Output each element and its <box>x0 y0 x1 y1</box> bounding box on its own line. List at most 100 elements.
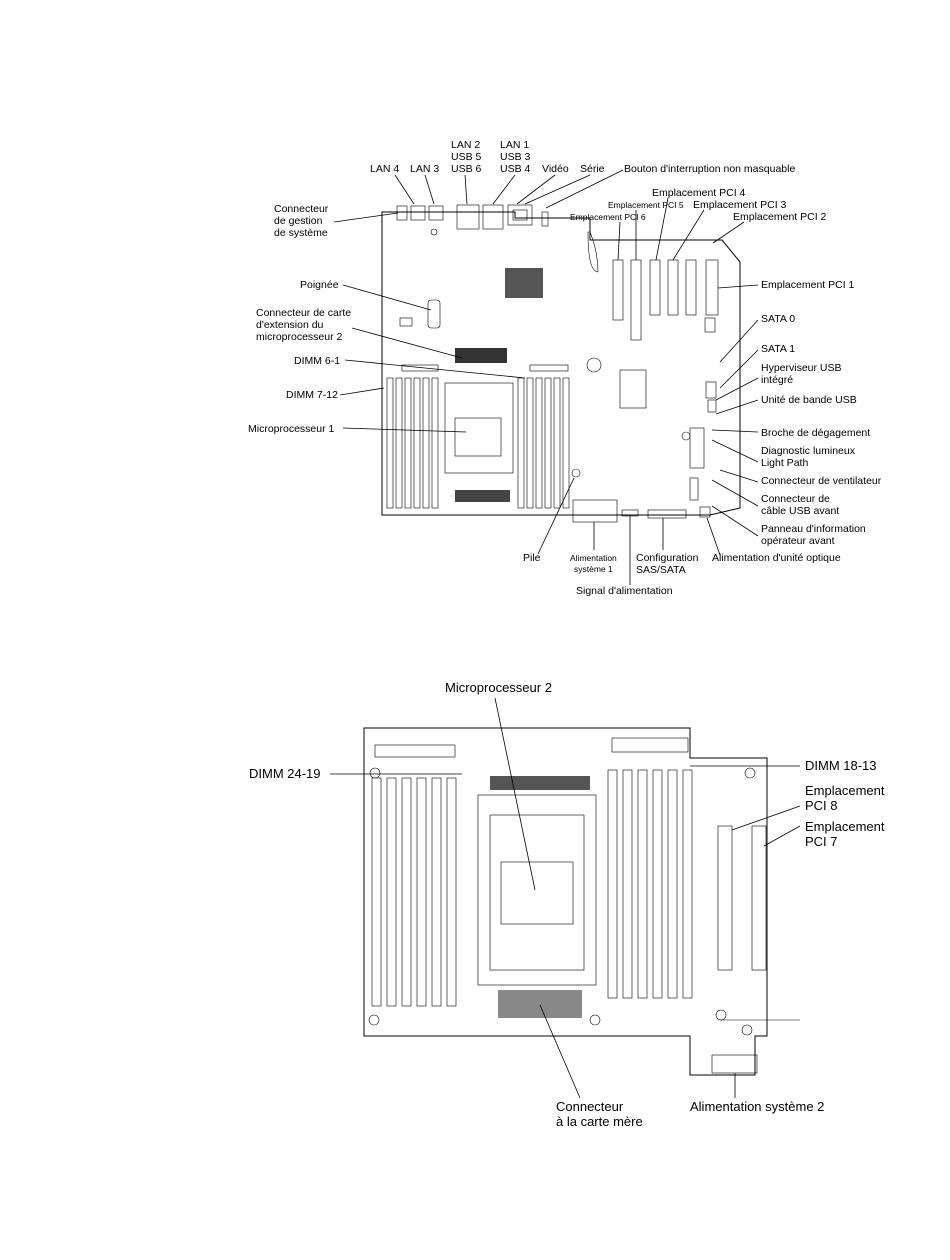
cpu2-die <box>500 861 574 925</box>
lan1-usb-port <box>482 204 504 230</box>
pci1-slot <box>705 259 719 316</box>
label-dimm712: DIMM 7-12 <box>286 389 338 401</box>
label-frontusb-b: câble USB avant <box>761 505 839 517</box>
system-board-1 <box>381 204 741 523</box>
label-release: Broche de dégagement <box>761 427 870 439</box>
lan3-port <box>428 205 444 221</box>
label-dimm61: DIMM 6-1 <box>294 355 340 367</box>
label-pci8-b: PCI 8 <box>805 798 838 813</box>
board2-leader-lines <box>330 697 801 1099</box>
battery <box>571 468 581 478</box>
nmi-button <box>541 211 549 227</box>
pci4-slot <box>649 259 661 316</box>
label-opanel-a: Panneau d'information <box>761 523 866 535</box>
usb-tape-conn <box>707 399 717 413</box>
power2-connector <box>711 1054 758 1074</box>
label-mgmt-c: de système <box>274 227 328 239</box>
label-mgmt-a: Connecteur <box>274 203 329 215</box>
cpu2-vrm-top <box>490 776 590 790</box>
top-right-connector <box>611 737 689 753</box>
mount-hole-b <box>368 1014 380 1026</box>
label-syspower1-a: Alimentation <box>570 553 617 563</box>
mount-hole-e <box>741 1024 753 1036</box>
label-pci3: Emplacement PCI 3 <box>693 199 787 211</box>
cpu1-vrm <box>455 490 510 502</box>
label-optpower: Alimentation d'unité optique <box>712 552 841 564</box>
label-pci2: Emplacement PCI 2 <box>733 211 827 223</box>
label-mbconn-b: à la carte mère <box>556 1114 643 1129</box>
label-diag-b: Light Path <box>761 457 808 469</box>
small-connector <box>399 317 413 327</box>
label-pci4: Emplacement PCI 4 <box>652 187 746 199</box>
label-lan2-a: LAN 2 <box>451 139 480 151</box>
label-serie: Série <box>580 163 605 175</box>
label-poignee: Poignée <box>300 279 339 291</box>
sas-sata-conn <box>647 509 687 519</box>
pci5-slot <box>630 259 642 341</box>
label-sassata-b: SAS/SATA <box>636 564 686 576</box>
pci7-slot <box>751 825 767 971</box>
dimm-bank-right <box>517 377 570 509</box>
mount-hole-a <box>369 767 381 779</box>
label-lan1-c: USB 4 <box>500 163 531 175</box>
opt-power-conn <box>699 506 711 518</box>
label-cpu2conn-b: d'extension du <box>256 319 324 331</box>
label-sata0: SATA 0 <box>761 313 795 325</box>
pci8-slot <box>717 825 733 971</box>
sata1-conn <box>705 381 717 399</box>
label-hypervisor-b: intégré <box>761 374 793 386</box>
expansion-board-outline <box>363 727 768 1076</box>
lan2-usb-port <box>456 204 480 230</box>
lightpath-conn <box>689 427 705 469</box>
label-cpu2: Microprocesseur 2 <box>445 680 552 695</box>
label-syspower1-b: système 1 <box>574 564 613 574</box>
board2-labels: Microprocesseur 2 DIMM 24-19 DIMM 18-13 … <box>249 680 885 1129</box>
video-port <box>507 204 533 226</box>
label-cpu2conn-a: Connecteur de carte <box>256 307 351 319</box>
label-frontusb-a: Connecteur de <box>761 493 830 505</box>
label-pci5: Emplacement PCI 5 <box>608 200 684 210</box>
cpu1-die <box>454 417 502 457</box>
mount-hole-c <box>589 1014 601 1026</box>
mount-hole-f <box>715 1009 727 1021</box>
label-diag-a: Diagnostic lumineux <box>761 445 856 457</box>
power1-conn <box>572 499 618 523</box>
label-lan2-b: USB 5 <box>451 151 482 163</box>
label-hypervisor-a: Hyperviseur USB <box>761 362 842 374</box>
label-pile: Pile <box>523 552 541 564</box>
board1-leader-lines <box>333 169 759 585</box>
label-pci1: Emplacement PCI 1 <box>761 279 855 291</box>
label-pci7-a: Emplacement <box>805 819 885 834</box>
front-usb-conn <box>689 477 699 501</box>
label-opanel-b: opérateur avant <box>761 535 835 547</box>
cpu2-socket <box>489 814 585 971</box>
label-mbconn-a: Connecteur <box>556 1099 624 1114</box>
header-connector-2 <box>529 364 569 372</box>
pci6-slot <box>612 259 624 321</box>
pci3-slot <box>667 259 679 316</box>
label-dimm2419: DIMM 24-19 <box>249 766 321 781</box>
dimm-bank-left <box>386 377 439 509</box>
label-lan3: LAN 3 <box>410 163 439 175</box>
label-lan1-a: LAN 1 <box>500 139 529 151</box>
dimm-bank-24-19 <box>371 777 457 1007</box>
label-syspower2: Alimentation système 2 <box>690 1099 824 1114</box>
label-usbtape: Unité de bande USB <box>761 394 857 406</box>
label-powersignal: Signal d'alimentation <box>576 585 673 597</box>
mount-hole <box>430 228 438 236</box>
label-dimm1813: DIMM 18-13 <box>805 758 877 773</box>
serial-port <box>512 209 528 221</box>
label-pci7-b: PCI 7 <box>805 834 838 849</box>
label-lan1-b: USB 3 <box>500 151 531 163</box>
board1-labels: LAN 4 LAN 3 LAN 2 USB 5 USB 6 LAN 1 USB … <box>248 139 882 597</box>
mb-connector-pins <box>498 990 582 1018</box>
label-pci6: Emplacement PCI 6 <box>570 212 646 222</box>
label-lan2-c: USB 6 <box>451 163 482 175</box>
label-mgmt-b: de gestion <box>274 215 323 227</box>
mgmt-connector <box>396 205 408 221</box>
top-left-connector <box>374 744 456 758</box>
handle <box>427 299 441 329</box>
cpu2-socket-frame <box>477 794 597 986</box>
cpu1-socket <box>444 382 514 474</box>
